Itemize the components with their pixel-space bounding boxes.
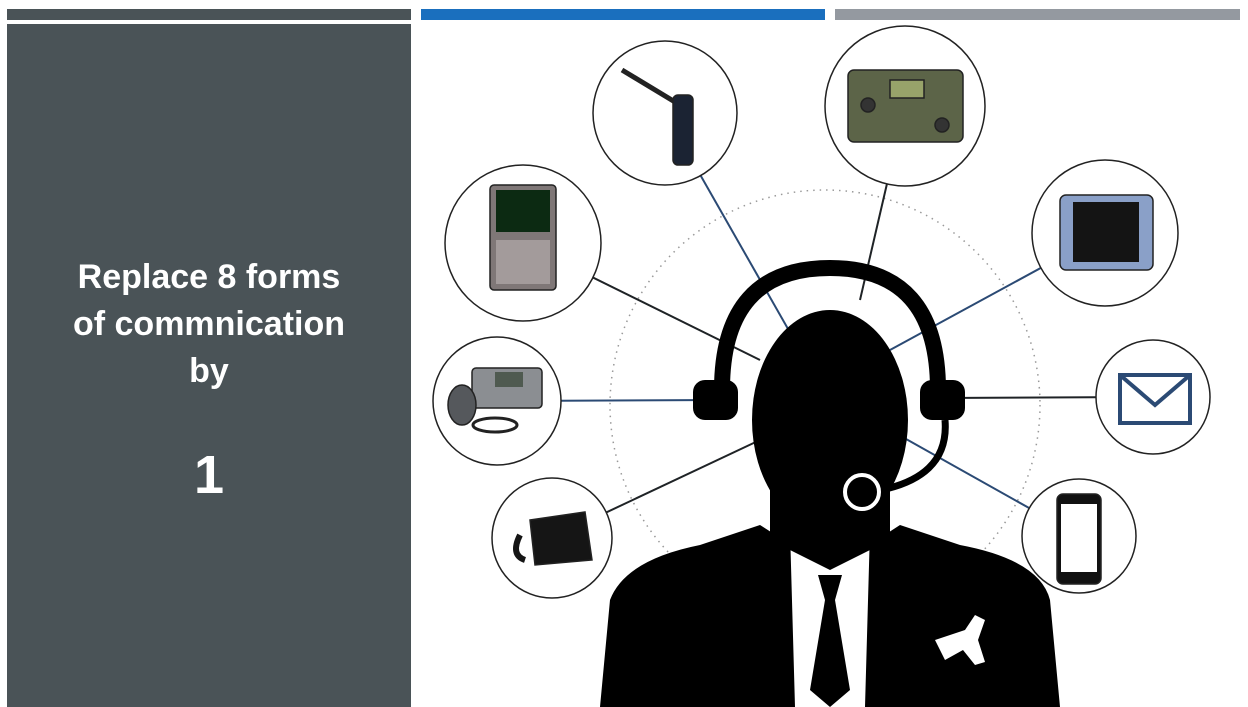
communication-diagram bbox=[432, 25, 1211, 707]
headline-line-3: by bbox=[189, 352, 229, 390]
flight-management-keypad-icon bbox=[444, 164, 602, 322]
satellite-phone-icon bbox=[592, 40, 738, 186]
datalink-display-icon bbox=[1031, 159, 1179, 307]
headline-line-2: of commnication bbox=[72, 305, 346, 343]
headline-number: 1 bbox=[193, 445, 225, 505]
title-panel: Replace 8 forms of commnication by 1 bbox=[7, 24, 411, 707]
accent-bar-gray bbox=[835, 9, 1240, 20]
military-radio-icon bbox=[824, 25, 986, 187]
accent-bar-dark bbox=[7, 9, 411, 20]
operator-silhouette bbox=[600, 259, 1060, 707]
vhf-radio-icon bbox=[432, 336, 562, 466]
dotted-ring bbox=[609, 189, 1041, 621]
email-envelope-icon bbox=[1095, 339, 1211, 455]
headline: Replace 8 forms of commnication by bbox=[7, 254, 411, 395]
airplane-icon bbox=[935, 615, 985, 665]
accent-bar-blue bbox=[421, 9, 825, 20]
headline-line-1: Replace 8 forms bbox=[77, 258, 341, 296]
smartphone-icon bbox=[1021, 478, 1137, 594]
desk-telephone-icon bbox=[491, 477, 613, 599]
